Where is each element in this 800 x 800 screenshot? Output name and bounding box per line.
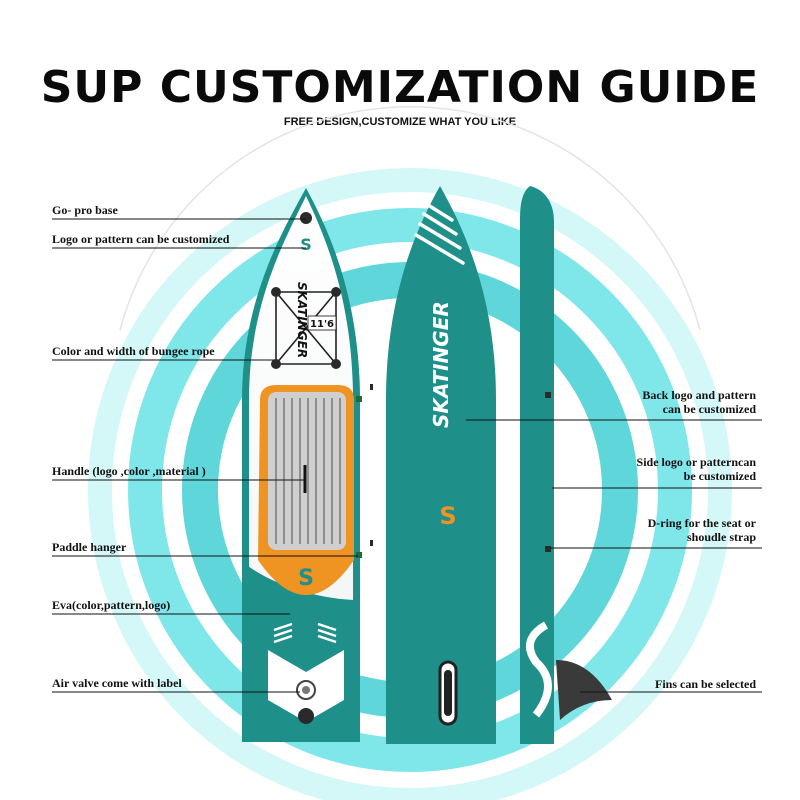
label-d-ring-line2: shoudle strap <box>686 530 756 544</box>
label-air-valve: Air valve come with label <box>52 676 182 690</box>
board-size-label: 11'6 <box>310 319 334 330</box>
svg-text:S: S <box>300 235 312 254</box>
label-side-logo-line1: Side logo or patterncan <box>636 455 756 469</box>
label-d-ring-line1: D-ring for the seat or <box>647 516 756 530</box>
label-eva: Eva(color,pattern,logo) <box>52 598 171 612</box>
label-logo-pattern: Logo or pattern can be customized <box>52 232 230 246</box>
page-subtitle: FREE DESIGN,CUSTOMIZE WHAT YOU LIKE <box>283 116 517 128</box>
deck-brand-text: SKATINGER <box>295 282 309 358</box>
bottom-brand-text: SKATINGER <box>429 301 453 428</box>
page-title: SUP CUSTOMIZATION GUIDE <box>40 62 760 113</box>
label-back-logo-line2: can be customized <box>662 402 756 416</box>
label-paddle-hanger: Paddle hanger <box>52 540 127 554</box>
left-callout-lines <box>52 218 358 693</box>
side-board: SKATINGER <box>520 186 612 744</box>
label-back-logo-line1: Back logo and pattern <box>642 388 756 402</box>
svg-text:S: S <box>298 566 314 591</box>
label-bungee-rope: Color and width of bungee rope <box>52 344 215 358</box>
label-side-logo-line2: be customized <box>683 469 756 483</box>
deck-board: S S SKATINGER 11'6 <box>242 188 373 742</box>
bottom-board: SKATINGER S <box>386 186 496 744</box>
right-callout-lines <box>466 419 762 693</box>
label-back-logo: Back logo and pattern can be customized <box>642 388 756 416</box>
label-side-logo: Side logo or patterncan be customized <box>637 455 756 483</box>
label-d-ring: D-ring for the seat or shoudle strap <box>648 516 756 544</box>
label-gopro-base: Go- pro base <box>52 203 118 217</box>
label-handle: Handle (logo ,color ,material ) <box>52 464 206 478</box>
side-brand-text: SKATINGER <box>552 434 567 517</box>
label-fins: Fins can be selected <box>655 677 756 691</box>
label-fins-line1: Fins can be selected <box>655 677 756 691</box>
svg-text:S: S <box>439 502 456 530</box>
